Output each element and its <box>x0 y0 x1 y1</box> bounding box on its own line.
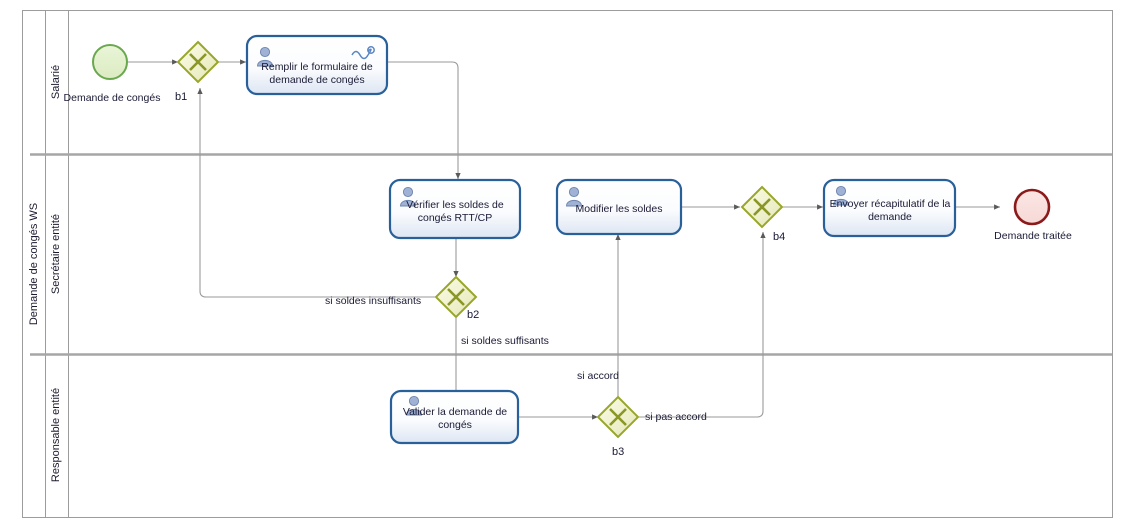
gateway-b4-label: b4 <box>773 231 785 243</box>
end-event-demande-traitee[interactable]: Demande traitée <box>994 188 1072 242</box>
pool-title: Demande de congés WS <box>28 203 40 325</box>
user-icon <box>400 186 416 207</box>
user-icon <box>406 395 422 416</box>
task-verifier-line1: Vérifier les soldes de <box>406 199 504 211</box>
task-remplir-box[interactable] <box>245 34 389 96</box>
gateway-b2[interactable]: b2 <box>434 275 479 321</box>
gateway-b1[interactable]: b1 <box>175 40 220 103</box>
lane-label-secretaire: Secrétaire entité <box>50 214 62 294</box>
task-modifier-les-soldes[interactable]: Modifier les soldes <box>555 178 683 236</box>
task-valider-box[interactable] <box>389 389 520 445</box>
task-remplir-line2: demande de congés <box>269 74 364 86</box>
gateway-b4-x-marker <box>753 198 771 216</box>
task-modifier-box[interactable] <box>555 178 683 236</box>
user-icon <box>566 186 582 207</box>
end-event-label: Demande traitée <box>994 230 1072 242</box>
task-envoyer-line1: Envoyer récapitulatif de la <box>830 198 951 210</box>
task-verifier-box[interactable] <box>388 178 522 240</box>
user-icon <box>257 46 273 67</box>
gateway-b2-x-marker <box>447 288 465 306</box>
task-envoyer-box[interactable] <box>822 178 957 238</box>
start-event-label: Demande de congés <box>64 92 161 104</box>
task-valider-line1: Valider la demande de <box>403 406 507 418</box>
user-icon <box>833 185 849 206</box>
flow-label-accord: si accord <box>577 370 619 382</box>
flow-label-suffisants: si soldes suffisants <box>461 335 549 347</box>
task-verifier-line2: congés RTT/CP <box>418 212 493 224</box>
flow-b3-pas-accord-to-b4 <box>638 232 766 418</box>
task-remplir-le-formulaire[interactable]: Remplir le formulaire de demande de cong… <box>245 34 389 96</box>
task-remplir-line1: Remplir le formulaire de <box>261 61 373 73</box>
lane-label-salarie: Salarié <box>50 65 62 99</box>
gateway-b3-label: b3 <box>612 446 624 458</box>
task-valider-line2: congés <box>438 419 472 431</box>
flow-label-pas-accord: si pas accord <box>645 411 707 423</box>
end-event-circle[interactable] <box>1013 188 1051 226</box>
flow-labels: si soldes insuffisants si soldes suffisa… <box>325 295 707 423</box>
gateway-b3-x-marker <box>609 408 627 426</box>
pool-container: Demande de congés WS Salarié Secrétaire … <box>22 10 1113 518</box>
flow-label-insuffisants: si soldes insuffisants <box>325 295 421 307</box>
flow-remplir-to-verifier <box>387 61 461 179</box>
task-modifier-line1: Modifier les soldes <box>576 203 663 215</box>
task-envoyer-line2: demande <box>868 211 912 223</box>
loop-icon <box>351 46 375 60</box>
task-valider-la-demande[interactable]: Valider la demande de congés <box>389 389 520 445</box>
sequence-flows <box>127 59 1000 420</box>
task-verifier-les-soldes[interactable]: Vérifier les soldes de congés RTT/CP <box>388 178 522 240</box>
gateway-b1-label: b1 <box>175 91 187 103</box>
pool-outline <box>22 10 1113 518</box>
task-envoyer-recapitulatif[interactable]: Envoyer récapitulatif de la demande <box>822 178 957 238</box>
gateway-b4[interactable]: b4 <box>740 185 785 243</box>
lane-label-responsable: Responsable entité <box>50 388 62 482</box>
gateway-b2-label: b2 <box>467 309 479 321</box>
start-event-circle[interactable] <box>92 44 128 80</box>
start-event-demande-de-conges[interactable]: Demande de congés <box>64 44 161 104</box>
gateway-b3[interactable]: b3 <box>596 395 640 458</box>
flow-b2-insuffisants-to-b1 <box>197 88 436 298</box>
gateway-b1-x-marker <box>189 53 207 71</box>
